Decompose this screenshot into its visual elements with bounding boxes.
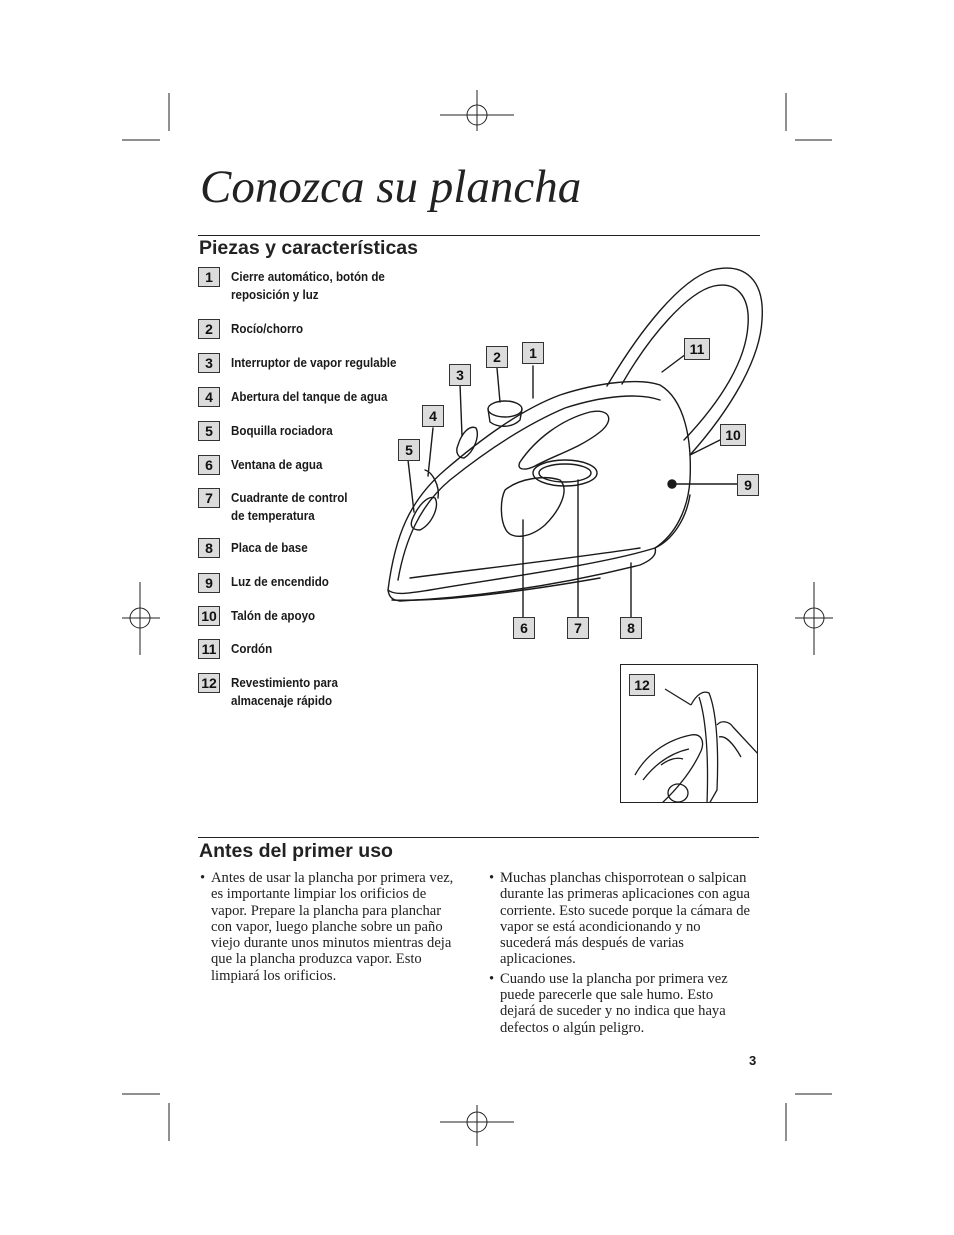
part-label: Luz de encendido — [231, 575, 329, 589]
list-item: 6 Ventana de agua — [198, 455, 431, 475]
part-label: Talón de apoyo — [231, 609, 316, 623]
registration-target-left — [122, 582, 160, 655]
part-number-badge: 8 — [198, 538, 220, 558]
list-item: 8 Placa de base — [198, 538, 431, 558]
part-number-badge: 10 — [198, 606, 220, 626]
before-use-column-right: Muchas planchas chisporrotean o salpican… — [489, 870, 751, 1039]
callout-10: 10 — [720, 424, 746, 446]
callout-7: 7 — [567, 617, 589, 639]
callout-2: 2 — [486, 346, 508, 368]
part-label: Rocío/chorro — [231, 322, 304, 336]
parts-heading: Piezas y características — [199, 237, 418, 259]
part-label: Interruptor de vapor regulable — [231, 356, 397, 370]
part-number-badge: 3 — [198, 353, 220, 373]
callout-1: 1 — [522, 342, 544, 364]
iron-diagram — [387, 267, 763, 618]
list-item: 11 Cordón — [198, 639, 431, 659]
before-use-column-left: Antes de usar la plancha por primera vez… — [200, 870, 462, 987]
list-item: 2 Rocío/chorro — [198, 319, 431, 339]
callout-11: 11 — [684, 338, 710, 360]
before-use-heading: Antes del primer uso — [199, 840, 393, 862]
list-item: 7 Cuadrante de control de temperatura — [198, 488, 431, 525]
list-item: Cuando use la plancha por primera vez pu… — [489, 971, 751, 1036]
callout-12: 12 — [629, 674, 655, 696]
part-number-badge: 5 — [198, 421, 220, 441]
callout-9: 9 — [737, 474, 759, 496]
list-item: 1 Cierre automático, botón de reposición… — [198, 267, 431, 304]
section-rule-parts — [198, 235, 760, 236]
part-label: Cuadrante de control de temperatura — [231, 491, 348, 523]
part-number-badge: 2 — [198, 319, 220, 339]
section-rule-before-use — [198, 837, 759, 838]
list-item: 5 Boquilla rociadora — [198, 421, 431, 441]
part-label: Cordón — [231, 642, 273, 656]
list-item: 12 Revestimiento para almacenaje rápido — [198, 673, 431, 710]
list-item: Muchas planchas chisporrotean o salpican… — [489, 870, 751, 968]
registration-target-right — [795, 582, 833, 655]
part-number-badge: 4 — [198, 387, 220, 407]
part-label: Ventana de agua — [231, 458, 323, 472]
callout-5: 5 — [398, 439, 420, 461]
storage-illustration — [634, 688, 757, 802]
part-label: Revestimiento para almacenaje rápido — [231, 676, 338, 708]
callout-8: 8 — [620, 617, 642, 639]
part-label: Abertura del tanque de agua — [231, 390, 388, 404]
registration-target-bottom — [440, 1105, 514, 1146]
part-number-badge: 9 — [198, 573, 220, 593]
part-number-badge: 12 — [198, 673, 220, 693]
page-title: Conozca su plancha — [200, 161, 582, 213]
list-item: 3 Interruptor de vapor regulable — [198, 353, 431, 373]
storage-inset — [620, 664, 758, 803]
list-item: 9 Luz de encendido — [198, 573, 431, 593]
list-item: Antes de usar la plancha por primera vez… — [200, 870, 462, 984]
part-number-badge: 6 — [198, 455, 220, 475]
page-number: 3 — [749, 1053, 757, 1068]
callout-3: 3 — [449, 364, 471, 386]
list-item: 10 Talón de apoyo — [198, 606, 431, 626]
part-label: Placa de base — [231, 541, 308, 555]
part-label: Cierre automático, botón de reposición y… — [231, 270, 385, 302]
part-label: Boquilla rociadora — [231, 424, 333, 438]
callout-6: 6 — [513, 617, 535, 639]
part-number-badge: 11 — [198, 639, 220, 659]
part-number-badge: 7 — [198, 488, 220, 508]
registration-target-top — [440, 90, 514, 131]
part-number-badge: 1 — [198, 267, 220, 287]
list-item: 4 Abertura del tanque de agua — [198, 387, 431, 407]
callout-4: 4 — [422, 405, 444, 427]
